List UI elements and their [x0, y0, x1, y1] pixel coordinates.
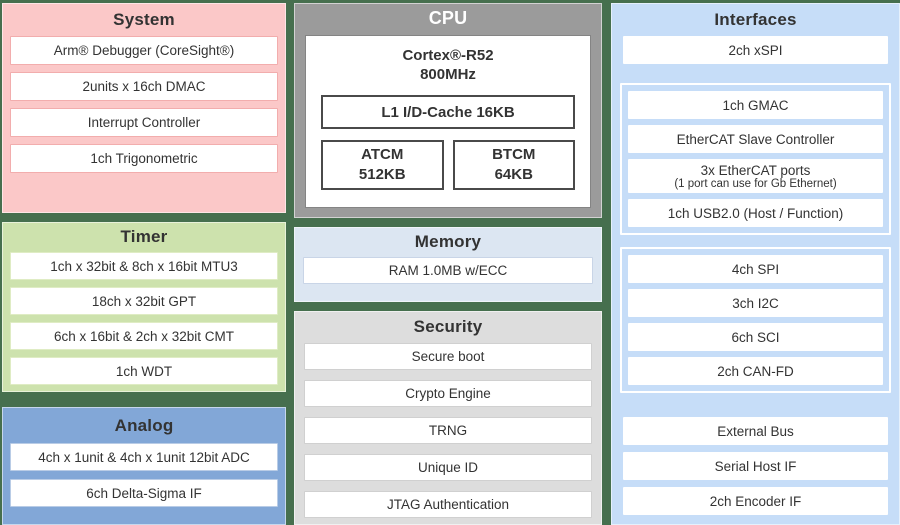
cpu-tcm-row: ATCM 512KB BTCM 64KB — [321, 140, 575, 190]
interfaces-item: 6ch SCI — [628, 323, 883, 351]
timer-item: 1ch x 32bit & 8ch x 16bit MTU3 — [10, 252, 278, 280]
system-item: Arm® Debugger (CoreSight®) — [10, 36, 278, 65]
cpu-core-frequency: 800MHz — [420, 66, 476, 83]
memory-block: Memory RAM 1.0MB w/ECC — [294, 227, 602, 302]
timer-item: 6ch x 16bit & 2ch x 32bit CMT — [10, 322, 278, 350]
cpu-cache-box: L1 I/D-Cache 16KB — [321, 95, 575, 129]
security-item: Unique ID — [304, 454, 592, 481]
security-item: Crypto Engine — [304, 380, 592, 407]
interfaces-item-line2: (1 port can use for Gb Ethernet) — [674, 177, 837, 190]
system-item: 1ch Trigonometric — [10, 144, 278, 173]
interfaces-item-line1: 3x EtherCAT ports — [700, 162, 811, 178]
atcm-box: ATCM 512KB — [321, 140, 444, 190]
memory-item: RAM 1.0MB w/ECC — [303, 257, 593, 284]
cpu-block: CPU Cortex®-R52 800MHz L1 I/D-Cache 16KB… — [294, 3, 602, 218]
interfaces-item: 1ch GMAC — [628, 91, 883, 119]
interfaces-item: 3ch I2C — [628, 289, 883, 317]
cpu-title: CPU — [428, 8, 468, 28]
analog-block: Analog 4ch x 1unit & 4ch x 1unit 12bit A… — [2, 407, 286, 525]
interfaces-title: Interfaces — [714, 10, 797, 29]
btcm-size: 64KB — [494, 166, 533, 183]
spacer — [612, 71, 899, 83]
interfaces-block: Interfaces 2ch xSPI 1ch GMAC EtherCAT Sl… — [611, 3, 900, 525]
system-title: System — [113, 10, 175, 29]
btcm-name: BTCM — [492, 146, 536, 163]
interfaces-item: 2ch Encoder IF — [623, 487, 888, 515]
security-block: Security Secure boot Crypto Engine TRNG … — [294, 311, 602, 525]
security-item: Secure boot — [304, 343, 592, 370]
cpu-core-label: Cortex®-R52 800MHz — [306, 46, 590, 84]
atcm-name: ATCM — [361, 146, 404, 163]
analog-title: Analog — [114, 416, 174, 435]
security-item: TRNG — [304, 417, 592, 444]
interfaces-item: 4ch SPI — [628, 255, 883, 283]
spacer — [612, 405, 899, 417]
interfaces-item: EtherCAT Slave Controller — [628, 125, 883, 153]
interfaces-item: 1ch USB2.0 (Host / Function) — [628, 199, 883, 227]
interfaces-item: External Bus — [623, 417, 888, 445]
timer-item: 1ch WDT — [10, 357, 278, 385]
interfaces-serial-group: 4ch SPI 3ch I2C 6ch SCI 2ch CAN-FD — [620, 247, 891, 393]
cpu-core-name: Cortex®-R52 — [402, 47, 494, 64]
atcm-size: 512KB — [358, 166, 406, 183]
system-block: System Arm® Debugger (CoreSight®) 2units… — [2, 3, 286, 213]
timer-block: Timer 1ch x 32bit & 8ch x 16bit MTU3 18c… — [2, 222, 286, 392]
system-item: 2units x 16ch DMAC — [10, 72, 278, 101]
interfaces-item-xspi: 2ch xSPI — [623, 36, 888, 64]
security-title: Security — [413, 317, 483, 336]
analog-item: 6ch Delta-Sigma IF — [10, 479, 278, 507]
interfaces-item: Serial Host IF — [623, 452, 888, 480]
interfaces-item: 2ch CAN-FD — [628, 357, 883, 385]
interfaces-ethernet-group: 1ch GMAC EtherCAT Slave Controller 3x Et… — [620, 83, 891, 235]
system-item: Interrupt Controller — [10, 108, 278, 137]
cpu-core-panel: Cortex®-R52 800MHz L1 I/D-Cache 16KB ATC… — [305, 35, 591, 208]
interfaces-item-ethercat-ports: 3x EtherCAT ports (1 port can use for Gb… — [628, 159, 883, 193]
security-item: JTAG Authentication — [304, 491, 592, 518]
memory-title: Memory — [414, 232, 482, 251]
timer-item: 18ch x 32bit GPT — [10, 287, 278, 315]
analog-item: 4ch x 1unit & 4ch x 1unit 12bit ADC — [10, 443, 278, 471]
btcm-box: BTCM 64KB — [452, 140, 575, 190]
timer-title: Timer — [120, 227, 168, 246]
